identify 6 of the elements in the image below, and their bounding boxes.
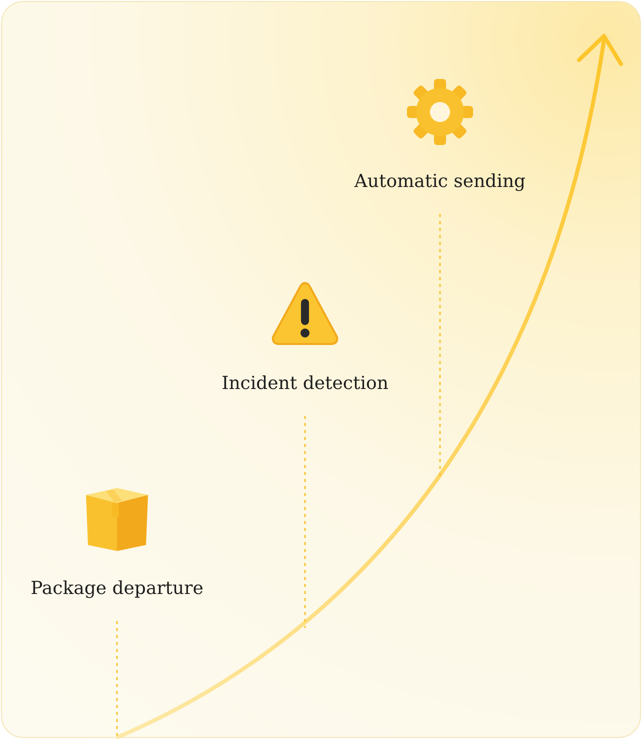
leader-line (304, 416, 306, 628)
leader-line (439, 214, 441, 478)
milestone-label: Package departure (30, 578, 204, 599)
milestone-label: Incident detection (222, 373, 388, 394)
milestone-label: Automatic sending (354, 171, 526, 192)
leader-line (116, 621, 118, 737)
